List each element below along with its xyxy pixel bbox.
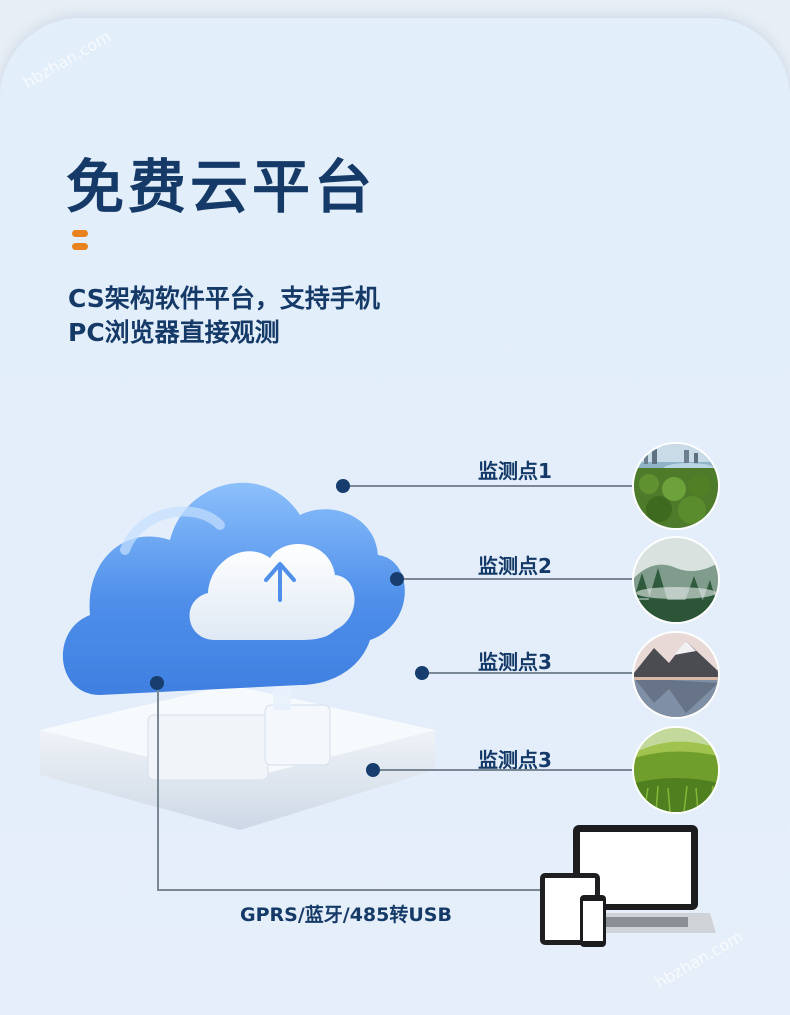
connector-line-device-v [157,683,159,890]
connection-label: GPRS/蓝牙/485转USB [240,904,452,926]
connector-line-1 [343,485,633,487]
forest-city-icon [634,444,718,528]
connector-dot-device [150,676,164,690]
connector-dot-4 [366,763,380,777]
devices-illustration [540,825,716,947]
page-subtitle: CS架构软件平台，支持手机 PC浏览器直接观测 [68,282,380,350]
cloud-platform-illustration [40,482,435,830]
misty-forest-icon [634,538,718,622]
monitoring-point-label-1: 监测点1 [478,459,552,483]
connector-line-4 [373,769,633,771]
subtitle-line-2: PC浏览器直接观测 [68,318,280,347]
connector-dot-2 [390,572,404,586]
connector-line-3 [422,672,633,674]
page-title: 免费云平台 [66,153,377,221]
connector-line-device-h [157,889,547,891]
monitoring-point-label-3: 监测点3 [478,650,552,674]
monitoring-point-label-4: 监测点3 [478,748,552,772]
monitoring-point-label-2: 监测点2 [478,554,552,578]
wheat-field-icon [634,728,718,812]
mountain-lake-icon [634,633,718,717]
subtitle-line-1: CS架构软件平台，支持手机 [68,284,380,313]
connector-dot-3 [415,666,429,680]
connector-line-2 [397,578,633,580]
accent-dots [72,230,90,256]
upload-cloud-icon [189,543,355,640]
connector-dot-1 [336,479,350,493]
